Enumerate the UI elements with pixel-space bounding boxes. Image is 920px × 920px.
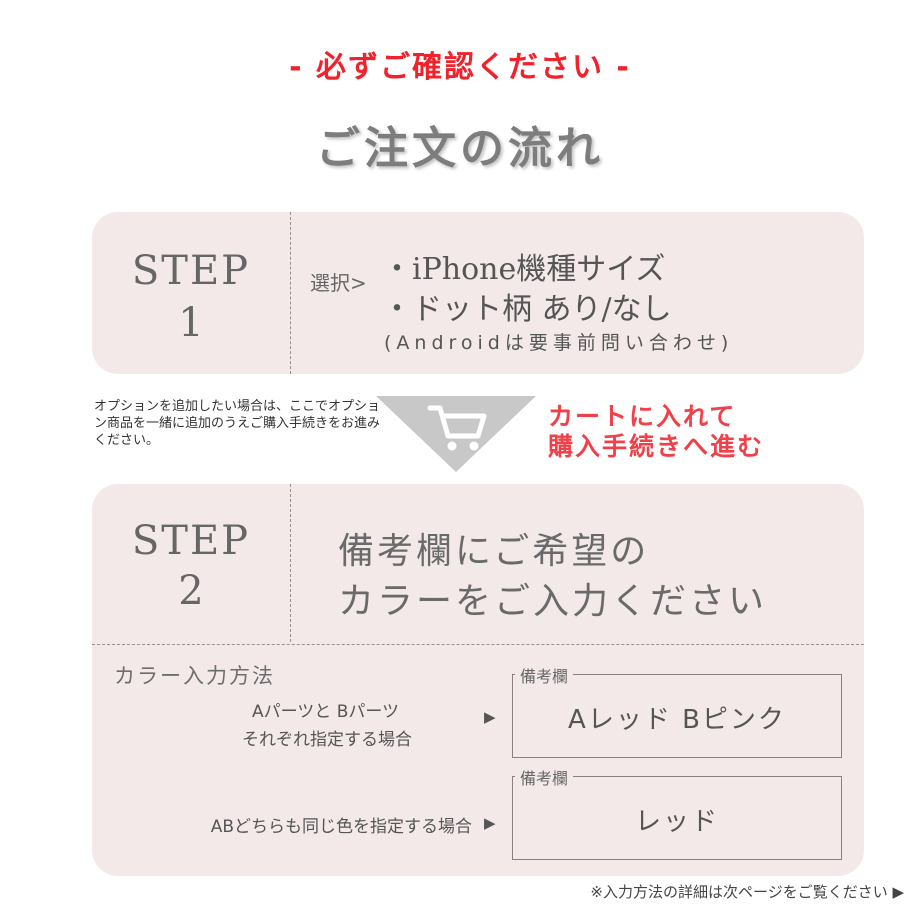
step2-number: 2 bbox=[178, 568, 204, 614]
step1-divider bbox=[290, 212, 291, 374]
cart-wheel bbox=[447, 441, 457, 451]
step1-card: STEP 1 選択> ・iPhone機種サイズ ・ドット柄 あり/なし (And… bbox=[92, 212, 864, 374]
cart-wheel bbox=[469, 441, 479, 451]
section-divider bbox=[92, 644, 864, 645]
option-item: ・iPhone機種サイズ bbox=[382, 252, 666, 287]
step2-line2: カラーをご入力ください bbox=[338, 581, 768, 622]
cart-arrow bbox=[376, 396, 536, 472]
step2-label: STEP bbox=[131, 518, 251, 564]
step2-line1: 備考欄にご希望の bbox=[338, 531, 650, 572]
step2-divider bbox=[290, 484, 291, 642]
page-title: ご注文の流れ bbox=[316, 123, 604, 174]
step2-card: STEP 2 備考欄にご希望の カラーをご入力ください カラー入力方法 Aパーツ… bbox=[92, 484, 864, 876]
shopping-cart-icon bbox=[427, 405, 487, 439]
option-item: ・ドット柄 あり/なし bbox=[382, 292, 672, 327]
cart-line1: カートに入れて bbox=[548, 402, 737, 431]
remark-box-example1: 備考欄 Aレッド Bピンク bbox=[512, 663, 842, 758]
play-arrow-icon: ▶ bbox=[484, 814, 496, 832]
remark-box-example2: 備考欄 レッド bbox=[512, 765, 842, 860]
case1-label-line1: Aパーツと Bパーツ bbox=[252, 702, 400, 722]
cart-instruction: カートに入れて 購入手続きへ進む bbox=[548, 402, 764, 462]
footer-note[interactable]: ※入力方法の詳細は次ページをご覧ください ▶ bbox=[590, 883, 904, 901]
cart-line2: 購入手続きへ進む bbox=[548, 432, 765, 461]
step1-number: 1 bbox=[178, 300, 204, 346]
case1-label-line2: それぞれ指定する場合 bbox=[242, 730, 412, 750]
remark-value: Aレッド Bピンク bbox=[568, 705, 786, 735]
remark-legend: 備考欄 bbox=[515, 765, 574, 789]
color-input-heading: カラー入力方法 bbox=[114, 664, 275, 688]
step1-label: STEP bbox=[131, 248, 251, 294]
remark-value: レッド bbox=[634, 807, 719, 837]
select-label: 選択> bbox=[310, 271, 367, 295]
android-note: (Androidは要事前問い合わせ) bbox=[384, 332, 734, 354]
notice-heading: - 必ずご確認ください - bbox=[289, 50, 631, 85]
case1-label: Aパーツと Bパーツ それぞれ指定する場合 bbox=[242, 698, 472, 754]
option-note: オプションを追加したい場合は、ここでオプション商品を一緒に追加のうえご購入手続き… bbox=[94, 399, 381, 448]
play-arrow-icon: ▶ bbox=[484, 708, 496, 726]
remark-legend: 備考欄 bbox=[515, 663, 574, 687]
case2-label: ABどちらも同じ色を指定する場合 bbox=[210, 817, 472, 837]
